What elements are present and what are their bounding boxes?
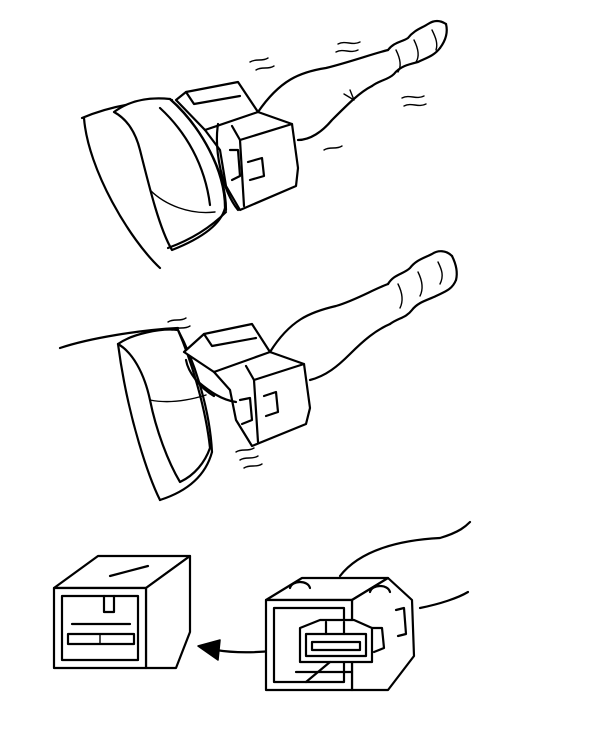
panel-top-connected (80, 19, 448, 270)
connector-housing-middle (182, 322, 312, 448)
motion-lines-icon-middle (167, 317, 263, 469)
sensor-body-top (80, 97, 228, 270)
panel-middle-unlocking (58, 250, 458, 502)
wire-harness-middle (268, 250, 458, 382)
connector-housing-top (174, 80, 300, 212)
sensor-body-middle (58, 326, 214, 502)
connector-half-left (52, 554, 192, 670)
panel-bottom-separated (52, 520, 472, 692)
motion-lines-icon (249, 41, 427, 151)
connector-half-right (264, 520, 472, 692)
wire-harness-top (256, 19, 448, 142)
